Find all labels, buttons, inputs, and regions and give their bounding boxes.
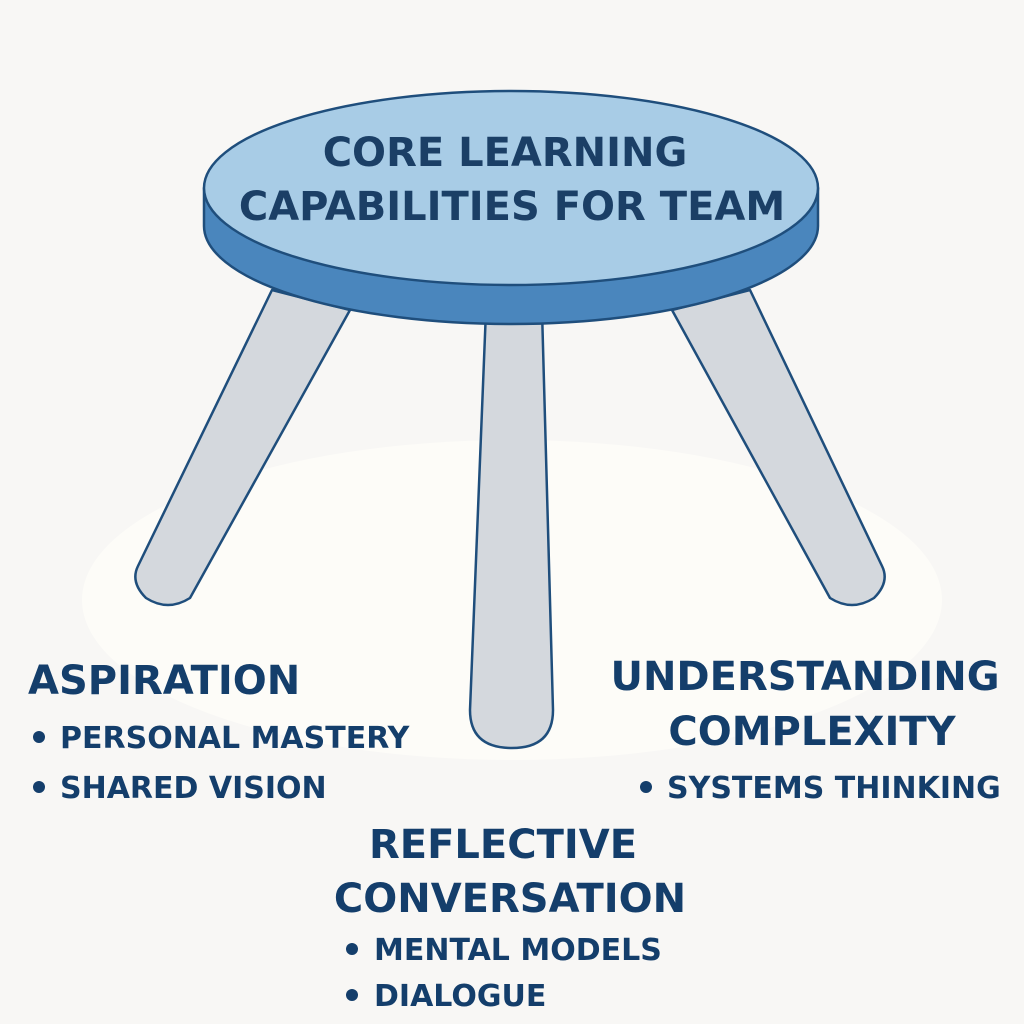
complexity-item-systems-thinking: SYSTEMS THINKING [667, 771, 1001, 806]
seat-title-line-1: CORE LEARNING [323, 130, 688, 176]
aspiration-heading: ASPIRATION [28, 658, 300, 704]
reflective-item-dialogue: DIALOGUE [374, 979, 546, 1014]
bullet-icon [346, 989, 358, 1001]
reflective-heading: REFLECTIVE CONVERSATION [334, 822, 686, 922]
bullet-icon [33, 781, 45, 793]
bullet-icon [346, 943, 358, 955]
bullet-icon [33, 731, 45, 743]
reflective-heading-line-2: CONVERSATION [334, 876, 686, 922]
reflective-heading-line-1: REFLECTIVE [369, 822, 637, 868]
complexity-heading: UNDERSTANDING COMPLEXITY [610, 654, 1013, 755]
stool-leg-center [468, 308, 555, 750]
stool-seat-top [202, 89, 820, 287]
seat-title-line-2: CAPABILITIES FOR TEAM [239, 184, 785, 230]
stool-leg-left [134, 288, 352, 607]
complexity-heading-line-2: COMPLEXITY [668, 709, 956, 755]
complexity-heading-line-1: UNDERSTANDING [610, 654, 999, 700]
aspiration-item-shared-vision: SHARED VISION [60, 771, 327, 806]
seat-title: CORE LEARNING CAPABILITIES FOR TEAM [239, 130, 785, 230]
bullet-icon [640, 781, 652, 793]
reflective-item-mental-models: MENTAL MODELS [374, 933, 662, 968]
aspiration-item-personal-mastery: PERSONAL MASTERY [60, 721, 411, 756]
stool-leg-right [670, 288, 886, 607]
